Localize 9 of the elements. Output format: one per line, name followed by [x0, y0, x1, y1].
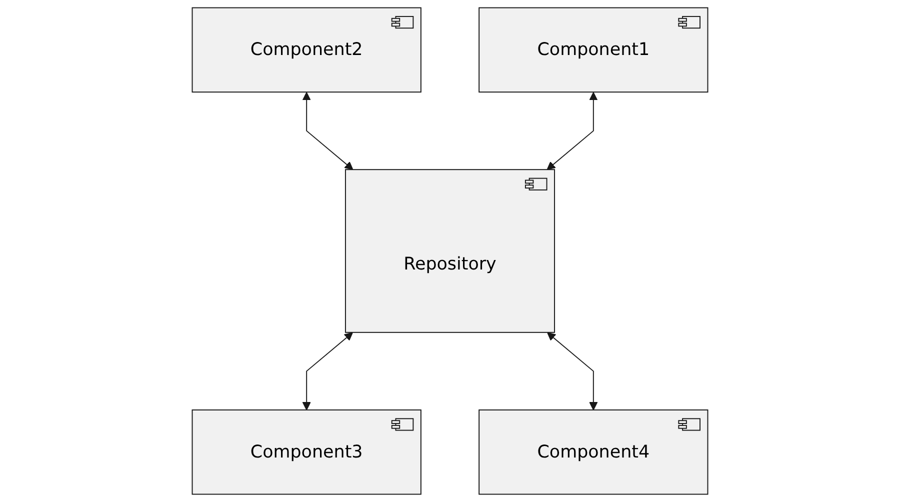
node-box: Component4 — [478, 409, 708, 495]
node-box: Component3 — [192, 409, 422, 495]
node-box: Component2 — [192, 7, 422, 93]
arrow — [547, 332, 598, 410]
arrow — [302, 332, 353, 410]
arrow — [302, 92, 354, 170]
node-box: Component1 — [478, 7, 708, 93]
node-box: Repository — [345, 169, 556, 333]
arrow — [546, 92, 598, 170]
